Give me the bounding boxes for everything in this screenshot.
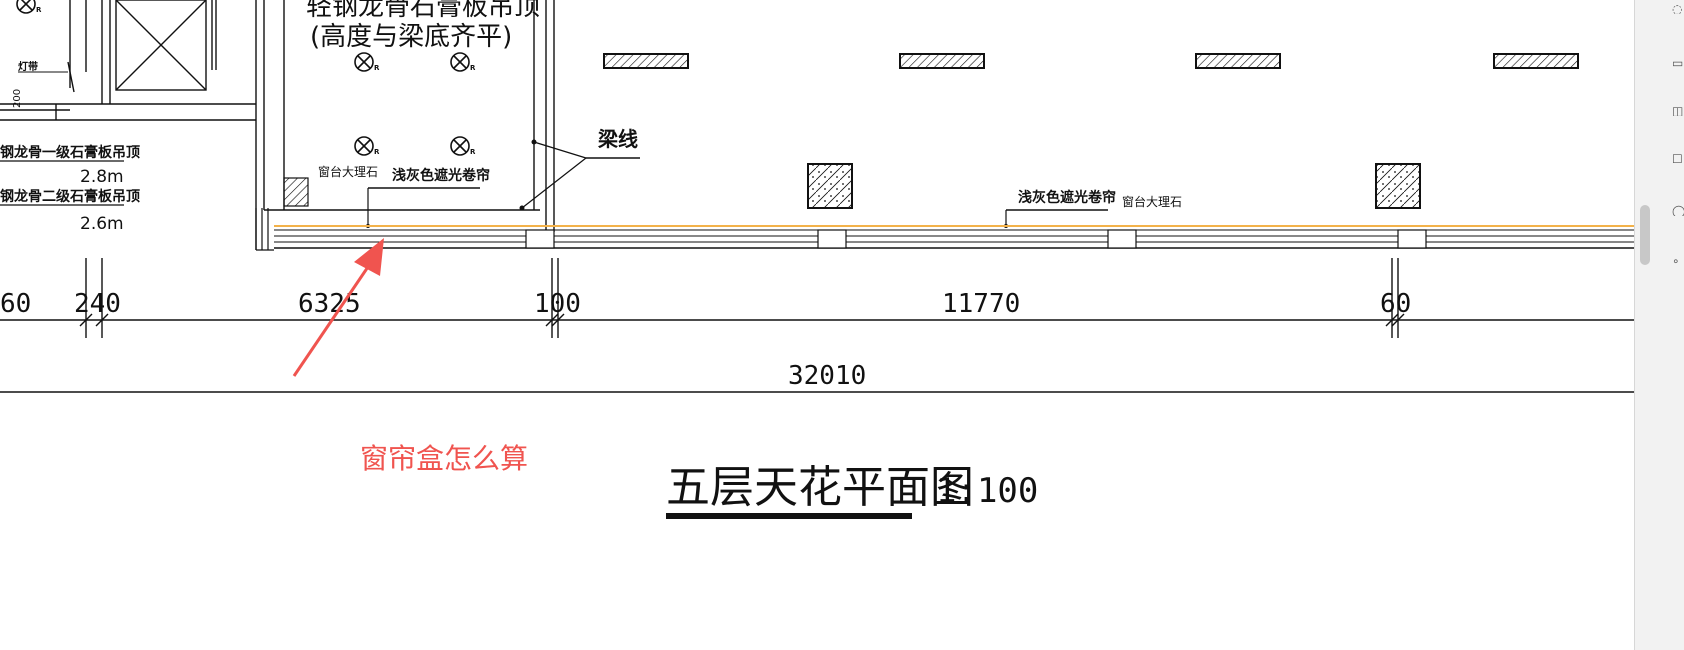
windowsill-label-right: 窗台大理石 — [1122, 194, 1182, 209]
exterior-wall — [255, 208, 1634, 251]
dimension-label: 60 — [1380, 289, 1411, 319]
ceiling-lights — [16, 0, 470, 156]
toolbar-icon-5[interactable]: ◯ — [1672, 204, 1684, 216]
light-fixture-icon — [450, 136, 470, 156]
ceiling-title-line2: (高度与梁底齐平) — [310, 22, 512, 52]
column-hatch-small — [283, 177, 309, 207]
vertical-scrollbar[interactable] — [1640, 205, 1650, 265]
dimension-label: 100 — [534, 289, 581, 319]
light-tag: R — [374, 148, 380, 156]
side-panel — [1634, 0, 1684, 650]
ceiling-level1-height: 2.8m — [80, 167, 124, 187]
drawing-scale: 1:100 — [936, 471, 1038, 511]
toolbar-icon-6[interactable]: ∘ — [1672, 254, 1680, 266]
light-strip-label: 灯带 — [18, 60, 38, 73]
beam-slab — [1195, 53, 1281, 69]
light-fixture-icon — [450, 52, 470, 72]
light-fixture-icon — [16, 0, 36, 14]
ceiling-title-line1: 轻钢龙骨石膏板吊顶 — [306, 0, 540, 22]
dimension-label: 60 — [0, 289, 31, 319]
structural-column — [807, 163, 853, 209]
light-tag: R — [36, 6, 42, 14]
ceiling-level2-height: 2.6m — [80, 214, 124, 234]
dimension-lines — [0, 258, 1634, 393]
toolbar-icon-4[interactable]: ☐ — [1672, 152, 1683, 164]
floor-plan-drawing: R R R R R 轻钢龙骨石膏板吊顶 (高度与梁底齐平) 灯带 200 钢龙骨… — [0, 0, 1634, 519]
drawing-title: 五层天花平面图 — [666, 462, 974, 513]
annotation-question: 窗帘盒怎么算 — [360, 442, 528, 475]
annotation-arrow — [292, 238, 384, 377]
dimension-label: 11770 — [942, 289, 1020, 319]
light-tag: R — [470, 148, 476, 156]
beam-slab — [1493, 53, 1579, 69]
beam-slab — [603, 53, 689, 69]
ceiling-level2-label: 钢龙骨二级石膏板吊顶 — [0, 188, 140, 205]
light-fixture-icon — [354, 52, 374, 72]
ceiling-level1-label: 钢龙骨一级石膏板吊顶 — [0, 144, 140, 161]
light-tag: R — [470, 64, 476, 72]
dimension-total: 32010 — [788, 361, 866, 391]
dimension-label: 240 — [74, 289, 121, 319]
beam-line-label: 梁线 — [597, 127, 638, 151]
light-fixture-icon — [354, 136, 374, 156]
beam-slabs — [603, 53, 1579, 69]
blind-label-left: 浅灰色遮光卷帘 — [392, 167, 490, 184]
blind-label-right: 浅灰色遮光卷帘 — [1018, 189, 1116, 206]
structural-column — [1375, 163, 1421, 209]
toolbar-icon-1[interactable]: ◌ — [1672, 2, 1683, 14]
beam-slab — [899, 53, 985, 69]
toolbar-icon-3[interactable]: ◫ — [1672, 104, 1684, 116]
light-strip-dim: 200 — [12, 89, 23, 108]
toolbar-icon-2[interactable]: ▭ — [1672, 56, 1684, 68]
light-tag: R — [374, 64, 380, 72]
windowsill-label-left: 窗台大理石 — [318, 164, 378, 179]
